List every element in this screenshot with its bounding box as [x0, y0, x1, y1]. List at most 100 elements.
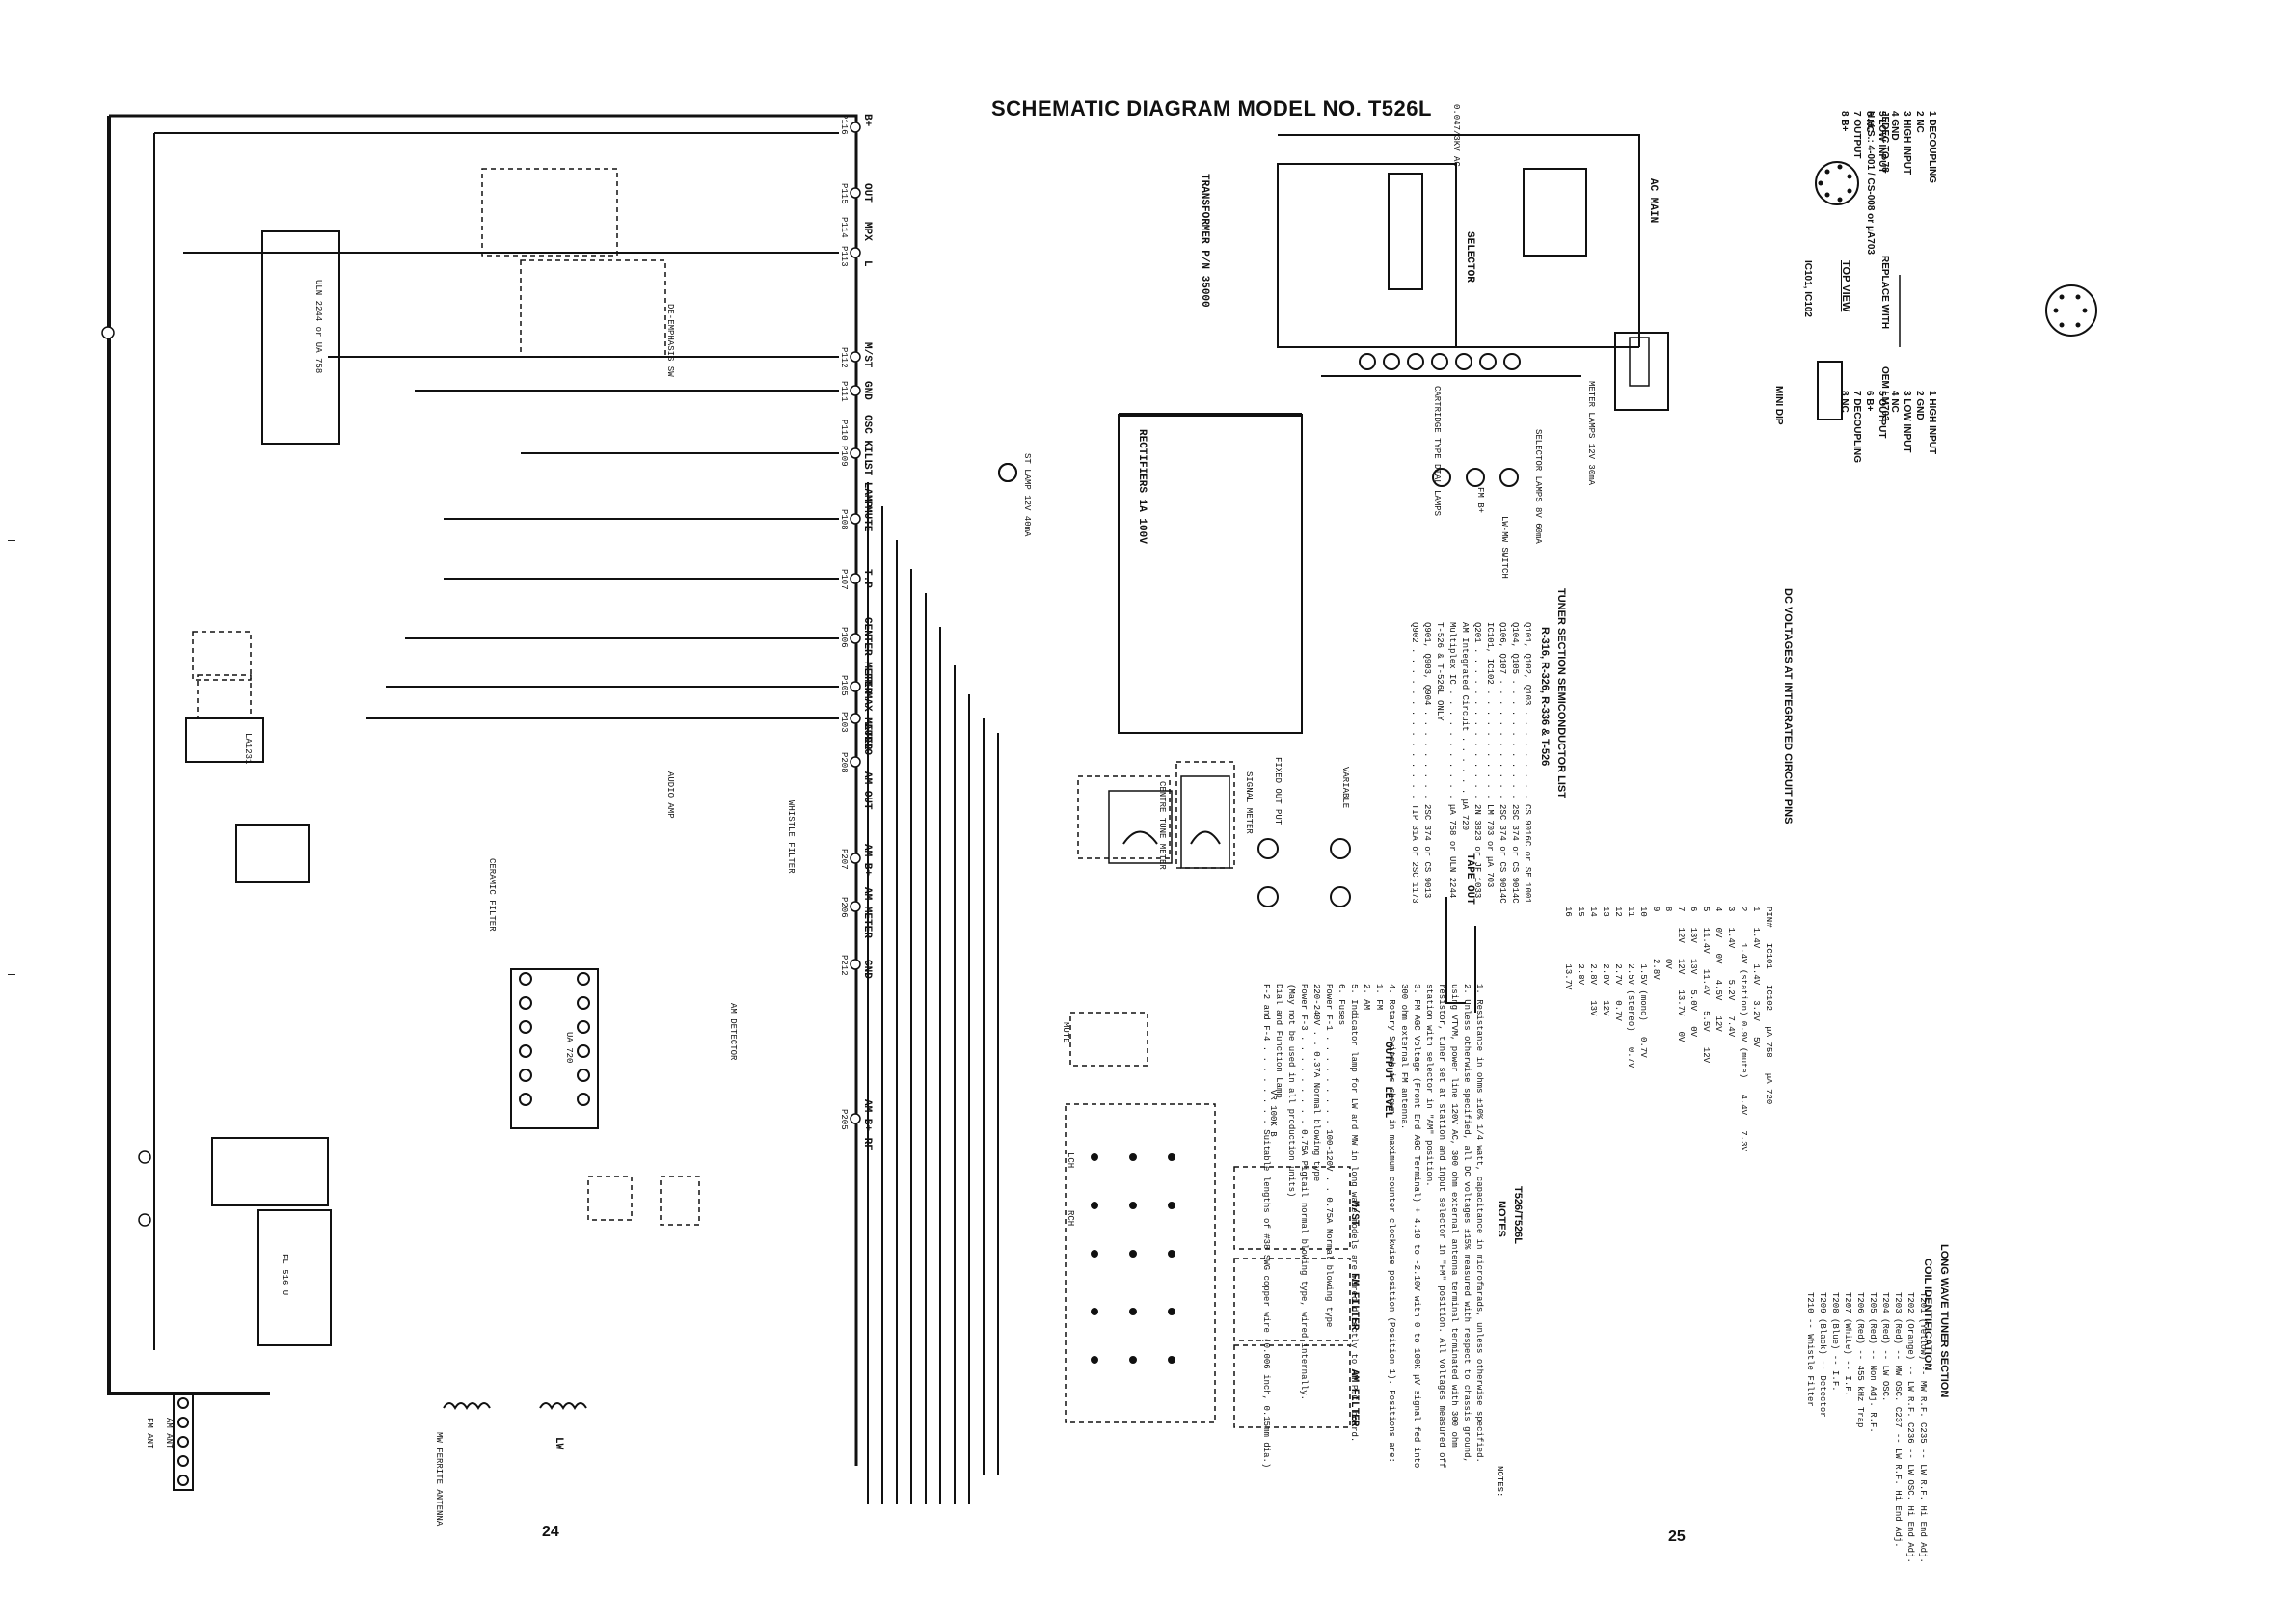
- margin-tick: [8, 974, 15, 975]
- port-label: AM B+: [861, 844, 873, 877]
- dc-cell: 4.5V: [1714, 979, 1723, 1001]
- page-title: SCHEMATIC DIAGRAM MODEL NO. T526L: [991, 96, 1432, 121]
- dc-cell: 1: [1751, 907, 1761, 912]
- port-id: P111: [839, 381, 849, 402]
- semiconductor-title: TUNER SECTION SEMICONDUCTOR LIST: [1555, 588, 1567, 798]
- dc-cell: 2.5V (stereo): [1626, 963, 1635, 1032]
- pin-item: 6 NC: [1864, 111, 1875, 133]
- dc-cell: 3.2V: [1751, 1000, 1761, 1021]
- dc-cell: 0V: [1663, 959, 1673, 969]
- dc-cell: 12V: [1701, 1046, 1711, 1064]
- dc-row: 12 2.7V 0.7V: [1611, 907, 1624, 1151]
- pin-item: 7 OUTPUT: [1851, 111, 1862, 159]
- pin-item: 3 LOW INPUT: [1902, 391, 1912, 453]
- dc-row: 14 2.8V 13V: [1586, 907, 1599, 1151]
- mini-dip-title: MINI DIP: [1773, 386, 1784, 425]
- pin-item: 8 B+: [1839, 111, 1850, 132]
- dc-cell: 9: [1651, 907, 1661, 912]
- dc-cell: 0V: [1714, 927, 1723, 938]
- replace-with-label: REPLACE WITH: [1879, 256, 1890, 330]
- dc-voltage-rows: PIN# IC101 IC102 μA 758 μA 720 1 1.4V 1.…: [1561, 907, 1774, 1151]
- port-label: AM B+ RF: [861, 1099, 873, 1150]
- note-item: 4. Rotary Switch is shown in maximum cou…: [1387, 984, 1396, 1463]
- semiconductor-row: Q104, Q105 . . . . . . . . . . . . 2SC 3…: [1510, 622, 1520, 904]
- ic-label: UA 720: [564, 1032, 574, 1064]
- component-label: 0.047/3KV AC: [1451, 104, 1461, 167]
- note-item: Dial and Function Lamp: [1274, 984, 1283, 1098]
- semiconductor-row: IC101, IC102 . . . . . . . . . . . LM 70…: [1485, 622, 1495, 888]
- component-label: AUDIO AMP: [665, 771, 675, 819]
- note-item: 5. Indicator lamp for LW and MW in long …: [1349, 984, 1359, 1443]
- note-item: 2. AM: [1362, 984, 1371, 1011]
- port-label: M/ST: [861, 342, 873, 368]
- dc-cell: 5.2V: [1726, 979, 1736, 1001]
- dc-cell: 0V: [1676, 1031, 1686, 1042]
- component-label: LW: [553, 1437, 564, 1450]
- pin-item: 8 NC: [1839, 391, 1850, 413]
- component-label: LCH: [1066, 1152, 1075, 1169]
- port-label: GND: [861, 960, 873, 979]
- port-id: P115: [839, 183, 849, 204]
- port-id: P114: [839, 217, 849, 238]
- dc-cell: 10: [1638, 907, 1648, 917]
- dc-cell: 15: [1576, 907, 1585, 917]
- dc-cell: 4: [1714, 907, 1723, 912]
- component-label: VARIABLE: [1340, 767, 1350, 809]
- port-label: AUDIO: [861, 723, 873, 756]
- component-label: TRANSFORMER P/N 35000: [1199, 174, 1210, 308]
- dc-cell: 12V: [1676, 927, 1686, 943]
- dc-header-cell: μA 758: [1764, 1026, 1773, 1058]
- component-label: SIGNAL METER: [1244, 771, 1254, 834]
- dc-cell: 5.5V: [1701, 1011, 1711, 1032]
- dc-cell: 0.7V: [1638, 1037, 1648, 1058]
- page-number-left: 24: [542, 1524, 559, 1540]
- notes-label: NOTES:: [1495, 1466, 1504, 1498]
- port-id: P106: [839, 627, 849, 648]
- port-id: P107: [839, 569, 849, 590]
- dc-header-cell: PIN#: [1764, 907, 1773, 928]
- dc-cell: 7.3V: [1739, 1130, 1748, 1151]
- dc-cell: 11: [1626, 907, 1635, 917]
- dc-cell: 7.4V: [1726, 1015, 1736, 1038]
- ic-label: ULN 2244 or UA 758: [313, 280, 323, 374]
- dc-cell: 0.7V: [1626, 1046, 1635, 1069]
- port-id: P205: [839, 1109, 849, 1130]
- dc-cell: 1.4V (station) 0.9V (mute): [1739, 942, 1748, 1079]
- dc-row: 13 2.8V 12V: [1599, 907, 1611, 1151]
- dc-cell: 4.4V: [1739, 1094, 1748, 1116]
- semiconductor-row: Q201 . . . . . . . . . . . . . . . 2N 38…: [1472, 622, 1482, 899]
- dc-row: 7 12V 12V 13.7V 0V: [1674, 907, 1687, 1151]
- dc-header: PIN# IC101 IC102 μA 758 μA 720: [1762, 907, 1774, 1151]
- coil-row: T206 (Red) -- 455 kHz Trap: [1855, 1292, 1865, 1428]
- dc-row: 4 0V 0V 4.5V 12V: [1712, 907, 1724, 1151]
- pin-item: 7 DECOUPLING: [1851, 391, 1862, 464]
- semiconductor-row: Q902 . . . . . . . . . . . . . . . TIP 3…: [1410, 622, 1419, 904]
- dc-cell: 3: [1726, 907, 1736, 912]
- pin-item: 6 B+: [1864, 391, 1875, 412]
- note-item: 220-240V . . 0.37A Normal blowing type: [1311, 984, 1321, 1182]
- dc-cell: 13V: [1588, 1000, 1598, 1016]
- port-id: P103: [839, 712, 849, 733]
- pin-item: 1 HIGH INPUT: [1927, 391, 1937, 455]
- pin-item: 5 LOW INPUT: [1877, 111, 1887, 174]
- note-item: Power F-3 . . . . . . . . . 0.75A Pigtai…: [1299, 984, 1309, 1401]
- dc-cell: 12V: [1714, 1015, 1723, 1032]
- dc-header-cell: μA 720: [1764, 1072, 1773, 1105]
- port-id: P112: [839, 347, 849, 368]
- dc-row: 6 13V 13V 5.0V 0V: [1687, 907, 1699, 1151]
- dc-cell: 7: [1676, 907, 1686, 912]
- port-id: P116: [839, 114, 849, 135]
- coil-row: T207 (White) -- I.F.: [1843, 1292, 1852, 1397]
- component-label: AM DETECTOR: [728, 1003, 738, 1061]
- note-item: 6. Fuses: [1337, 984, 1346, 1026]
- dc-cell: 13.7V: [1676, 989, 1686, 1016]
- coil-row: T210 -- Whistle Filter: [1805, 1292, 1815, 1407]
- component-label: RECTIFIERS 1A 100V: [1136, 429, 1148, 544]
- component-label: METER LAMPS 12V 30mA: [1586, 381, 1596, 486]
- note-item: using VTVM, power line 120V AC, 300 ohm …: [1449, 984, 1459, 1448]
- dc-cell: 6: [1688, 907, 1698, 912]
- component-label: AC MAIN: [1647, 178, 1659, 224]
- dc-cell: 5: [1701, 907, 1711, 912]
- dc-cell: 2.8V: [1576, 963, 1585, 986]
- dc-cell: 13V: [1688, 959, 1698, 975]
